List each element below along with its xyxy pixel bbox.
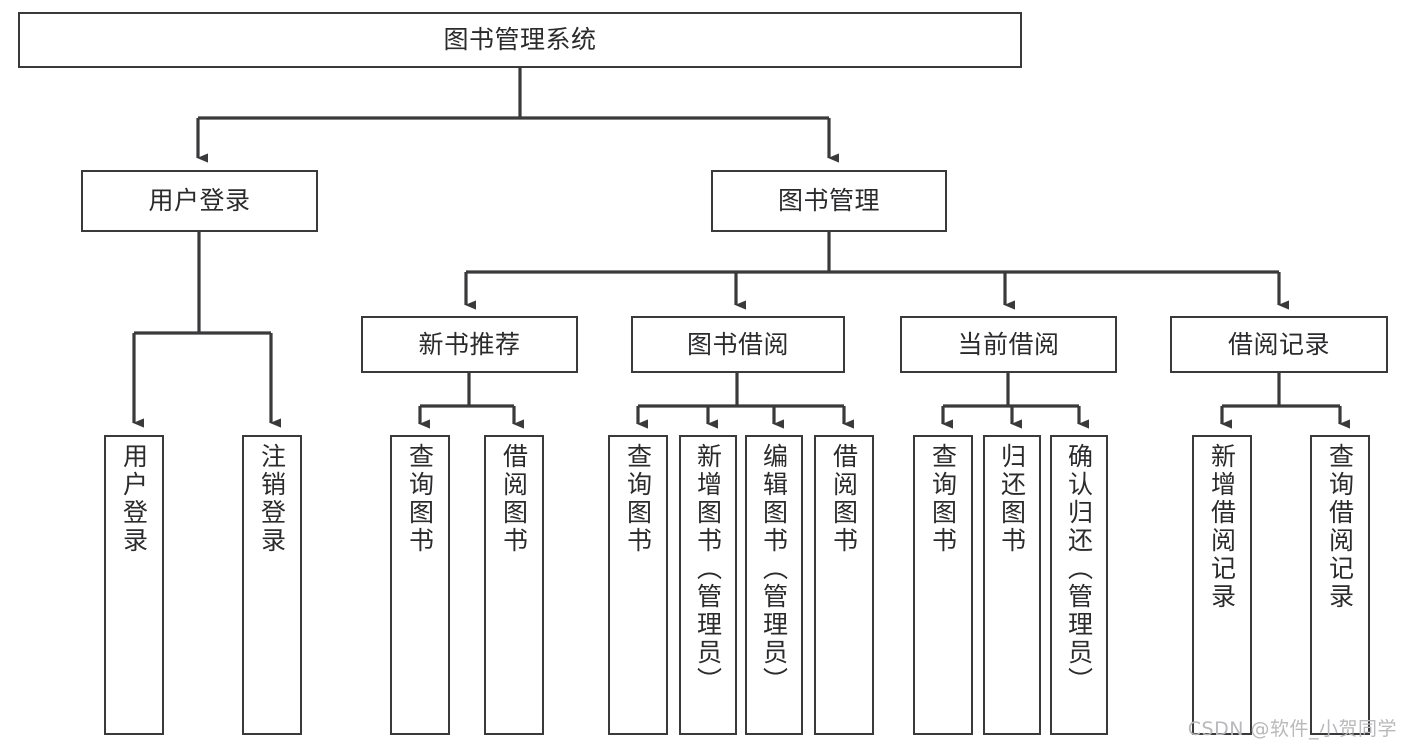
node-root[interactable]: 图书管理系统	[18, 12, 1022, 68]
leaf-query-book-borrow[interactable]: 查询图书	[608, 435, 668, 735]
leaf-edit-book-admin-label: 编辑图书（管理员）	[759, 443, 789, 695]
leaf-borrow-book-recommend-label: 借阅图书	[499, 443, 529, 555]
node-book-borrow[interactable]: 图书借阅	[631, 316, 845, 373]
leaf-confirm-return-admin[interactable]: 确认归还（管理员）	[1050, 435, 1108, 735]
node-new-book-recommend[interactable]: 新书推荐	[361, 316, 578, 373]
node-borrow-record[interactable]: 借阅记录	[1170, 316, 1388, 373]
leaf-user-logout[interactable]: 注销登录	[242, 435, 302, 735]
leaf-borrow-book-recommend[interactable]: 借阅图书	[484, 435, 544, 735]
leaf-add-borrow-record-label: 新增借阅记录	[1207, 443, 1237, 611]
leaf-confirm-return-admin-label: 确认归还（管理员）	[1064, 443, 1094, 695]
leaf-return-book-label: 归还图书	[997, 443, 1027, 555]
node-book-management-label: 图书管理	[777, 186, 880, 215]
leaf-return-book[interactable]: 归还图书	[983, 435, 1041, 735]
leaf-query-book-borrow-label: 查询图书	[623, 443, 653, 555]
node-new-book-recommend-label: 新书推荐	[418, 329, 521, 359]
csdn-watermark: CSDN @软件_小贺同学	[1187, 718, 1397, 740]
leaf-user-login[interactable]: 用户登录	[104, 435, 164, 735]
node-current-borrow-label: 当前借阅	[957, 329, 1060, 359]
leaf-query-borrow-record-label: 查询借阅记录	[1325, 443, 1355, 611]
leaf-query-book-recommend-label: 查询图书	[405, 443, 435, 555]
leaf-query-book-recommend[interactable]: 查询图书	[390, 435, 450, 735]
node-book-borrow-label: 图书借阅	[686, 329, 789, 359]
leaf-borrow-book-label: 借阅图书	[829, 443, 859, 555]
node-borrow-record-label: 借阅记录	[1227, 329, 1330, 359]
node-user-login[interactable]: 用户登录	[81, 170, 318, 232]
leaf-add-book-admin[interactable]: 新增图书（管理员）	[679, 435, 737, 735]
leaf-borrow-book[interactable]: 借阅图书	[814, 435, 874, 735]
leaf-query-book-current-label: 查询图书	[928, 443, 958, 555]
node-current-borrow[interactable]: 当前借阅	[900, 316, 1117, 373]
node-book-management[interactable]: 图书管理	[711, 170, 947, 232]
leaf-query-borrow-record[interactable]: 查询借阅记录	[1310, 435, 1370, 735]
leaf-edit-book-admin[interactable]: 编辑图书（管理员）	[745, 435, 803, 735]
node-user-login-label: 用户登录	[148, 186, 251, 215]
node-root-label: 图书管理系统	[443, 25, 597, 54]
leaf-add-book-admin-label: 新增图书（管理员）	[693, 443, 723, 695]
leaf-add-borrow-record[interactable]: 新增借阅记录	[1192, 435, 1252, 735]
leaf-query-book-current[interactable]: 查询图书	[913, 435, 973, 735]
leaf-user-login-label: 用户登录	[119, 443, 149, 555]
leaf-user-logout-label: 注销登录	[257, 443, 287, 555]
